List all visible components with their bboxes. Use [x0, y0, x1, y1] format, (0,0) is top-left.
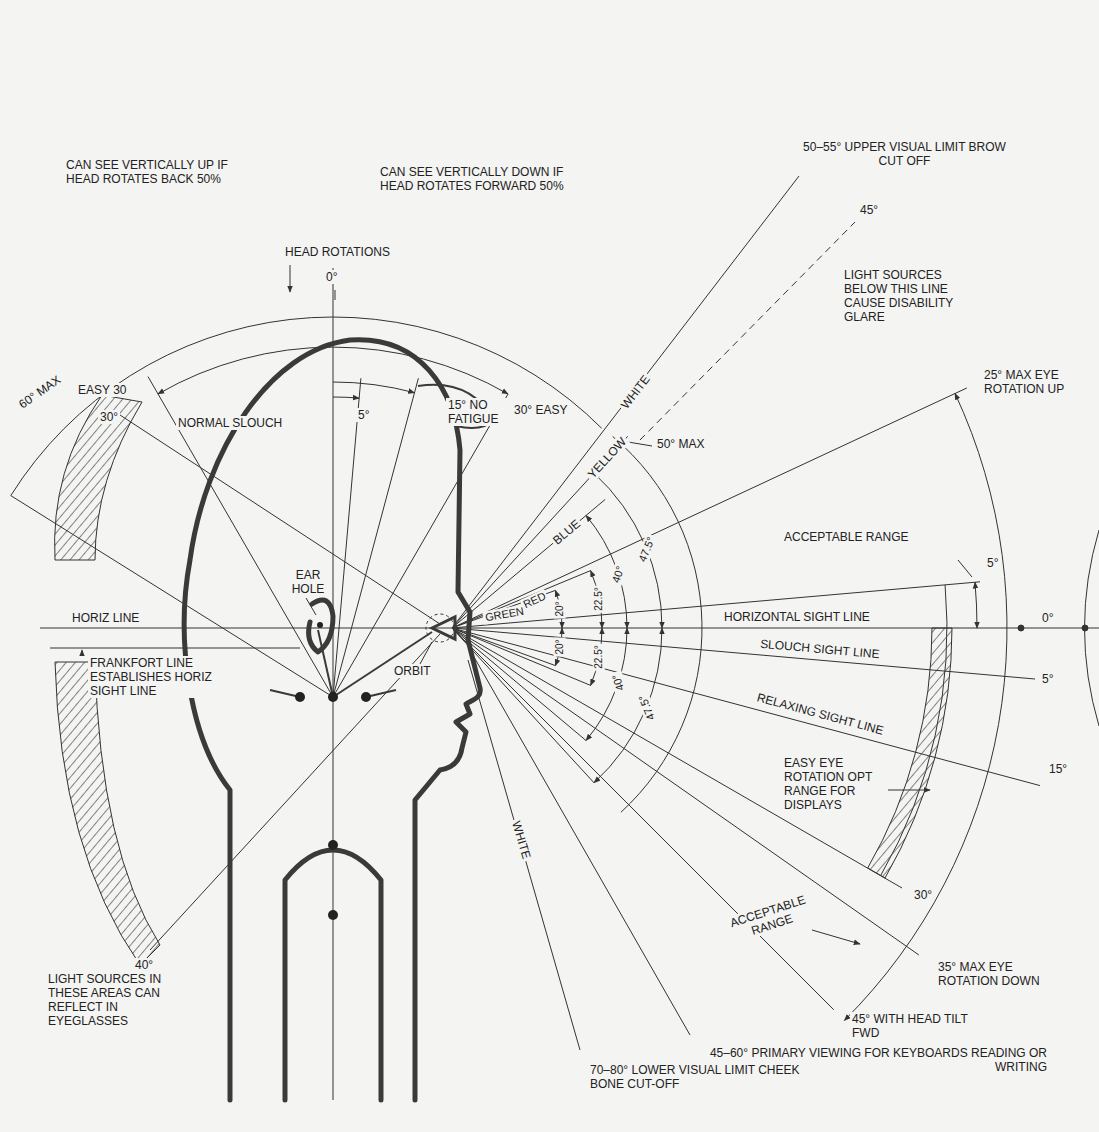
diagram-label: 0° [324, 270, 339, 284]
diagram-label: 22.5° [593, 585, 605, 612]
diagram-label: WHITE [616, 371, 653, 413]
diagram-label: 45° [858, 203, 880, 217]
diagram-label: 15° NO FATIGUE [446, 398, 514, 426]
diagram-label: CAN SEE VERTICALLY DOWN IF HEAD ROTATES … [378, 165, 582, 193]
diagram-label: RELAXING SIGHT LINE [753, 690, 887, 738]
diagram-label: 50–55° UPPER VISUAL LIMIT BROW CUT OFF [795, 140, 1014, 168]
diagram-label: BLUE [549, 515, 585, 548]
diagram-label: WHITE [508, 818, 533, 863]
diagram-label: 60° MAX [15, 372, 65, 413]
diagram-label: EAR HOLE [284, 568, 332, 596]
diagram-label: 70–80° LOWER VISUAL LIMIT CHEEK BONE CUT… [588, 1063, 822, 1091]
diagram-label: YELLOW [584, 433, 631, 482]
diagram-label: 5° [985, 556, 1000, 570]
diagram-label: EASY EYE ROTATION OPT RANGE FOR DISPLAYS [782, 756, 886, 812]
diagram-label: 47.5° [635, 691, 658, 724]
diagram-label: 40° [609, 670, 628, 694]
diagram-label: 47.5° [635, 533, 658, 566]
diagram-label: 50° MAX [655, 437, 706, 451]
diagram-label: ORBIT [392, 664, 433, 678]
diagram-label: 30° EASY [512, 403, 570, 417]
diagram-label: 22.5° [593, 643, 605, 670]
diagram-label: EASY 30 [76, 383, 128, 397]
diagram-label: HORIZONTAL SIGHT LINE [722, 610, 872, 624]
diagram-label: ACCEPTABLE RANGE [726, 892, 815, 945]
diagram-label: 20° [554, 599, 566, 618]
diagram-label: 30° [912, 888, 934, 902]
diagram-label: 5° [356, 408, 371, 422]
diagram-label: 30° [98, 410, 120, 424]
diagram-label: 20° [554, 637, 566, 656]
diagram-label: SLOUCH SIGHT LINE [758, 637, 883, 662]
diagram-label: 45° WITH HEAD TILT FWD [850, 1012, 979, 1040]
diagram-label: HEAD ROTATIONS [283, 245, 392, 259]
diagram-label: 40° [133, 958, 155, 972]
diagram-label: 5° [1040, 672, 1055, 686]
diagram-label: 35° MAX EYE ROTATION DOWN [936, 960, 1050, 988]
diagram-label: 15° [1047, 762, 1069, 776]
diagram-label: 40° [609, 562, 628, 586]
diagram-label: 25° MAX EYE ROTATION UP [982, 368, 1091, 396]
diagram-label: 0° [1040, 611, 1055, 625]
diagram-label: NORMAL SLOUCH [176, 416, 284, 430]
diagram-label: HORIZ LINE [70, 611, 141, 625]
diagram-label: FRANKFORT LINE ESTABLISHES HORIZ SIGHT L… [88, 656, 227, 698]
diagram-label: LIGHT SOURCES IN THESE AREAS CAN REFLECT… [46, 972, 175, 1028]
diagram-label: LIGHT SOURCES BELOW THIS LINE CAUSE DISA… [842, 268, 986, 324]
diagram-label: GREEN [483, 604, 528, 624]
diagram-label: ACCEPTABLE RANGE [782, 530, 910, 544]
diagram-label: CAN SEE VERTICALLY UP IF HEAD ROTATES BA… [64, 158, 253, 186]
